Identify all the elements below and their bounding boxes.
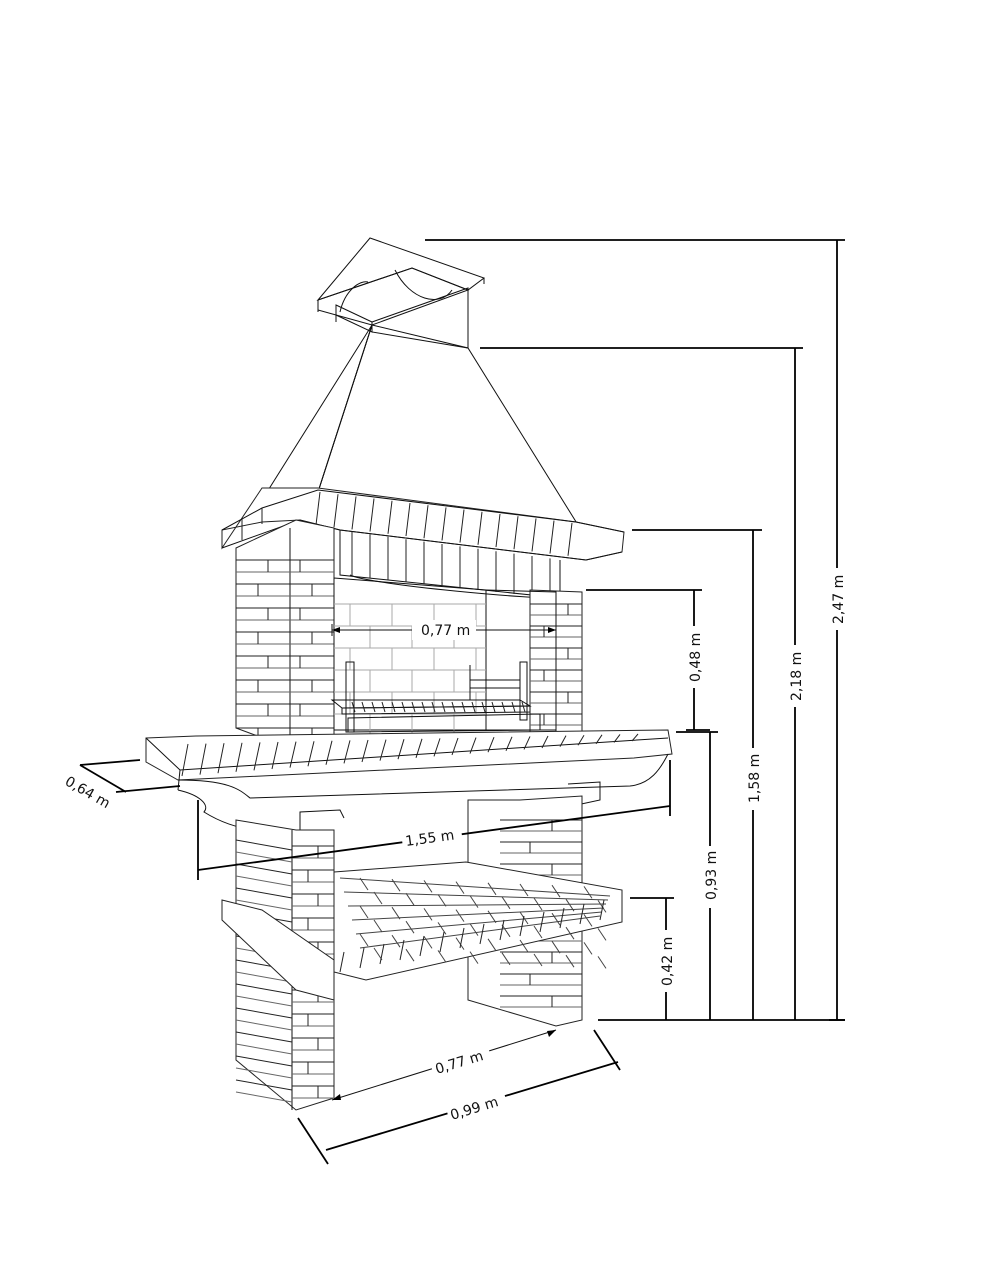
grill-rack — [330, 661, 541, 733]
label-hood-height: 2,18 m — [789, 652, 805, 701]
grill-back-wall — [333, 577, 557, 736]
top-cornice — [221, 487, 625, 599]
label-counter-width: 1,55 m — [404, 828, 455, 850]
label-grill-opening-width: 0,77 m — [421, 623, 470, 639]
label-lower-shelf-height: 0,42 m — [660, 937, 676, 986]
label-total-height: 2,47 m — [831, 575, 847, 624]
label-grill-opening-height: 0,48 m — [688, 633, 704, 682]
label-top-shelf-height: 1,58 m — [747, 754, 763, 803]
dimension-labels: 2,47 m 2,18 m 1,58 m 0,93 m 0,48 m 0,42 … — [62, 568, 848, 1124]
lower-shelf — [221, 861, 623, 1001]
label-counter-height: 0,93 m — [704, 851, 720, 900]
left-upper-pillar — [235, 519, 335, 749]
counter-top — [145, 729, 673, 831]
